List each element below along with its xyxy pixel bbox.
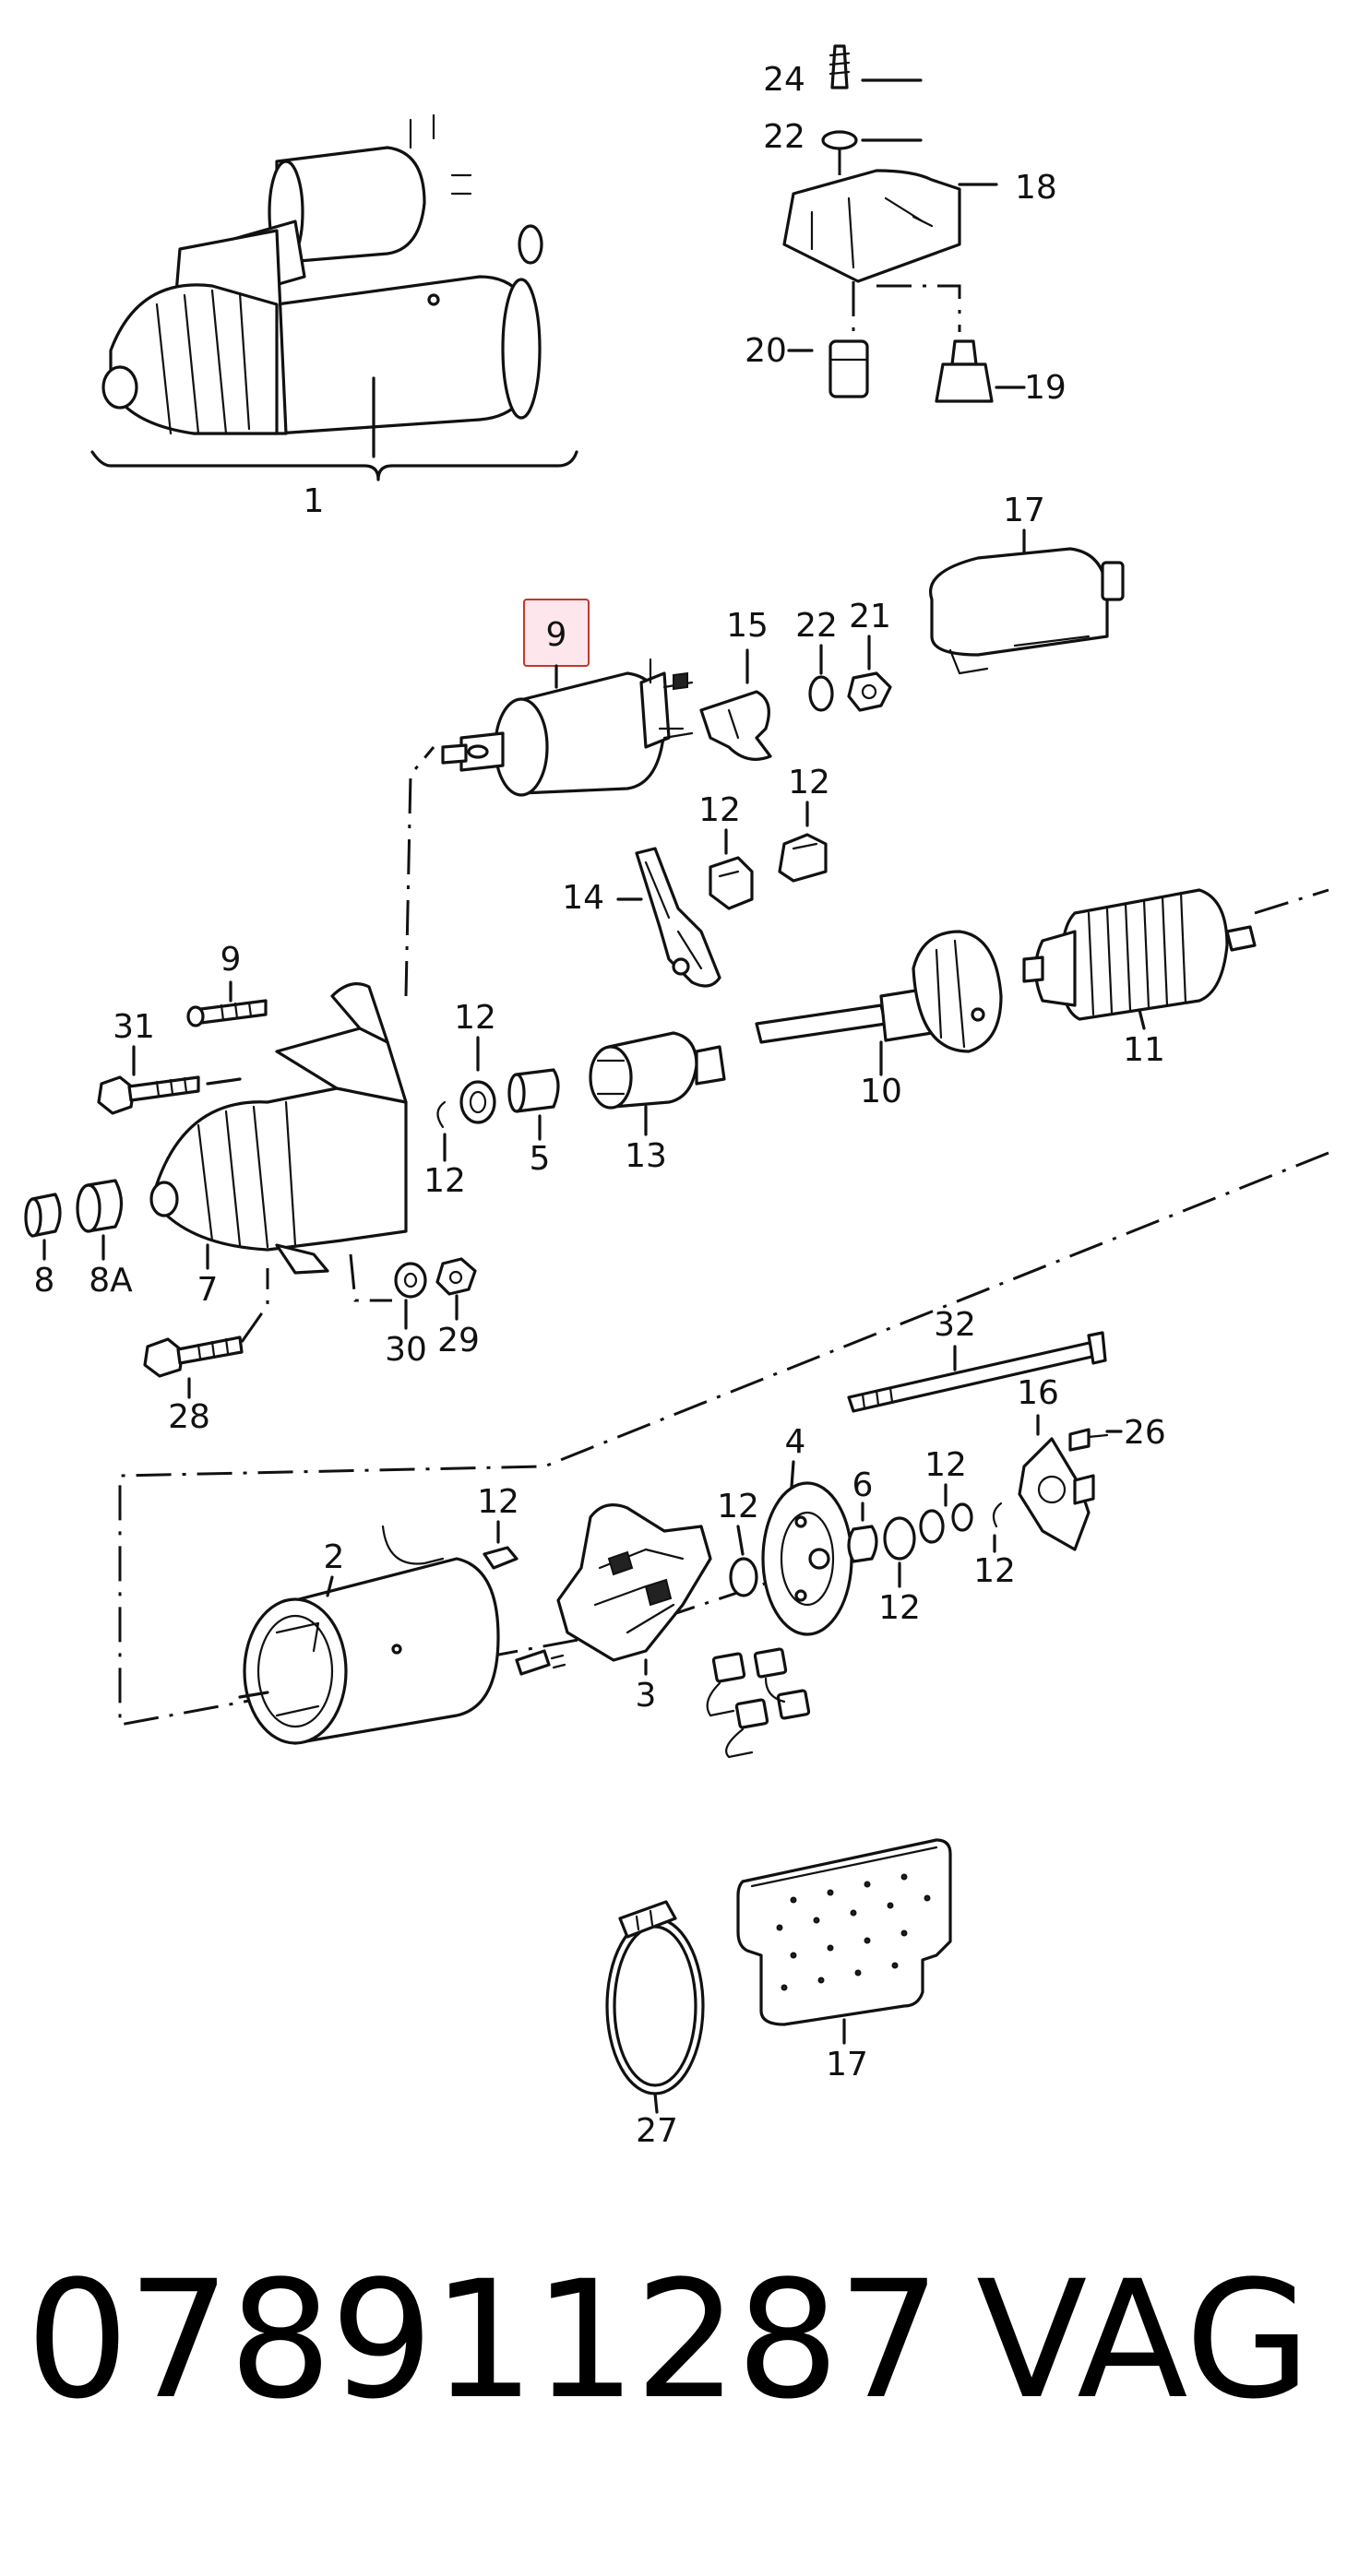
- part-13-upper: [709, 833, 828, 910]
- callout-15: 14: [562, 879, 604, 917]
- callout-25: 22: [795, 607, 838, 645]
- callout-13-c: 12: [454, 999, 496, 1037]
- callout-14: 13: [625, 1137, 667, 1175]
- drive-housing-7: [149, 982, 408, 1275]
- commutator-end-plate-4: [761, 1481, 853, 1636]
- callout-17: 16: [1017, 1374, 1059, 1412]
- exploded-parts-diagram: 1 24 22 18 20 19 17 9: [24, 44, 1329, 2150]
- callout-11: 10: [860, 1073, 902, 1110]
- washer-13-i: [729, 1557, 758, 1597]
- callout-2: 2: [324, 1538, 345, 1576]
- callout-7: 7: [197, 1271, 219, 1309]
- callout-5: 5: [530, 1140, 551, 1178]
- clip-13-mid: [436, 1100, 447, 1129]
- part-16: [699, 690, 772, 761]
- bolt-10: [186, 999, 268, 1027]
- callout-13-d: 12: [423, 1162, 466, 1200]
- callout-10: 9: [221, 941, 242, 979]
- callout-13-f: 12: [924, 1446, 967, 1484]
- callout-8: 8: [34, 1262, 55, 1300]
- callout-13-b: 12: [788, 764, 830, 801]
- callout-32: 31: [113, 1008, 155, 1046]
- clip-13-h: [992, 1502, 1003, 1528]
- solenoid-switch-9: [441, 658, 694, 797]
- callout-30: 29: [437, 1322, 480, 1359]
- callout-19: 17: [1003, 492, 1045, 529]
- washer-13-e: [883, 1516, 916, 1561]
- callout-8A: 8A: [89, 1262, 133, 1300]
- callout-31: 30: [385, 1331, 427, 1369]
- end-plate-17: [1018, 1437, 1091, 1551]
- callout-13-e: 12: [878, 1589, 921, 1627]
- heat-shield-18: [736, 1838, 952, 2026]
- callout-29: 28: [168, 1398, 210, 1436]
- brush-13-j: [483, 1546, 519, 1570]
- part-number: 078911287: [26, 2246, 941, 2435]
- pinion-14: [589, 1031, 726, 1110]
- callout-18: 17: [826, 2046, 868, 2083]
- shift-fork-15: [635, 847, 721, 988]
- screw-27: [1068, 1428, 1091, 1452]
- washer-31: [394, 1262, 427, 1299]
- ring-13-mid: [459, 1080, 496, 1124]
- starter-assembly-drawing: [90, 113, 578, 481]
- callout-1: 1: [304, 482, 325, 520]
- brand-name: VAG: [976, 2246, 1311, 2435]
- nut-23: [847, 671, 892, 712]
- brush-holder-3: [515, 1503, 712, 1676]
- callout-21: 19: [1024, 369, 1067, 407]
- callout-6: 6: [852, 1466, 874, 1504]
- yoke-2: [243, 1525, 500, 1745]
- callout-22: 20: [745, 332, 787, 370]
- callout-16: 15: [726, 607, 769, 645]
- callout-9: 9: [546, 616, 567, 654]
- callout-24: 22: [763, 118, 805, 156]
- callout-23: 21: [849, 598, 891, 635]
- bolt-32: [97, 1075, 200, 1115]
- washer-13-g: [951, 1502, 973, 1532]
- washer-25: [808, 675, 834, 712]
- callout-26: 24: [763, 61, 805, 99]
- callout-13-a: 12: [698, 791, 741, 829]
- drive-shaft-11: [755, 930, 1003, 1053]
- brush-set: [706, 1647, 811, 1759]
- dust-cover-19: [929, 547, 1125, 675]
- nut-30: [435, 1257, 477, 1296]
- callout-12: 11: [1123, 1031, 1165, 1069]
- callout-3: 3: [636, 1677, 657, 1715]
- solenoid-cap-group: [782, 44, 1026, 403]
- through-bolt-33: [847, 1331, 1107, 1413]
- armature-12: [1022, 888, 1257, 1021]
- callout-13-j: 12: [477, 1483, 519, 1521]
- washer-13-f: [919, 1509, 945, 1544]
- callout-27: 26: [1124, 1414, 1166, 1452]
- callout-28: 27: [636, 2112, 678, 2150]
- callout-13-g: 12: [973, 1552, 1016, 1590]
- callout-33: 32: [934, 1306, 976, 1344]
- callout-4: 4: [785, 1423, 806, 1461]
- hose-clamp-28: [605, 1900, 705, 2095]
- callout-20: 18: [1015, 169, 1057, 207]
- callout-13-i: 12: [717, 1488, 759, 1525]
- bolt-29: [143, 1335, 244, 1378]
- bushing-6: [847, 1525, 878, 1563]
